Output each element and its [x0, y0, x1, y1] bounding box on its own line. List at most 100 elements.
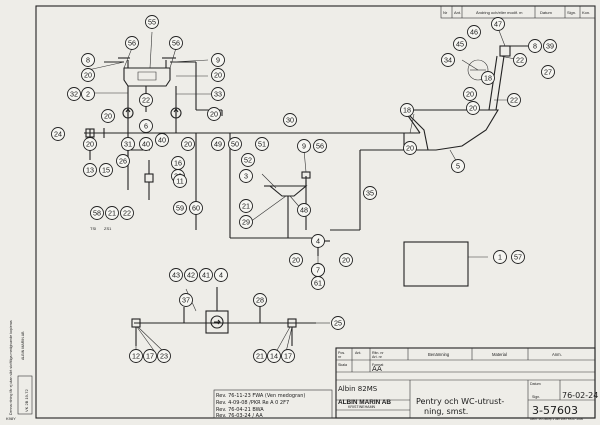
part-number: 40 [142, 140, 150, 149]
margin-stamp [17, 375, 33, 415]
tb-drawing-number: 3-57603 [532, 404, 578, 417]
tb-pos-label: Pos. [338, 351, 345, 355]
part-bubble [143, 349, 157, 363]
rev-date-label: Datum [540, 10, 552, 15]
tb-ant-label: Ant. [355, 351, 361, 355]
part-number: 18 [403, 106, 411, 115]
part-bubble [339, 253, 353, 267]
part-number: 16 [174, 159, 182, 168]
part-bubble [281, 349, 295, 363]
part-number: 28 [256, 296, 264, 305]
part-number: 13 [86, 166, 94, 175]
part-bubble [467, 25, 481, 39]
part-number: 9 [302, 142, 306, 151]
part-number: 49 [214, 140, 222, 149]
part-number: 40 [158, 136, 166, 145]
part-number: 32 [70, 90, 78, 99]
part-number: 26 [119, 157, 127, 166]
part-bubble [491, 17, 505, 31]
part-number: 20 [84, 71, 92, 80]
part-bubble [211, 68, 225, 82]
part-number: 41 [202, 271, 210, 280]
margin-notes: Denna ritning får ej utan vårt skriftlig… [6, 320, 33, 421]
tb-material: Material [492, 352, 507, 357]
tb-title-line1: Pentry och WC-utrust- [416, 397, 504, 406]
part-number: 57 [514, 253, 522, 262]
part-bubble [155, 133, 169, 147]
part-number: 21 [108, 209, 116, 218]
part-number: 27 [544, 68, 552, 77]
galley-sink [123, 67, 171, 87]
label-zs1: ZS1 [104, 226, 112, 231]
part-bubble [228, 137, 242, 151]
part-bubble [105, 206, 119, 220]
title-block: Pos. nr Ant. Ritn. nr Art. nr Benämning … [335, 347, 598, 421]
rev-line-2: Rev. 4-09-08 /PKR Re A 0 2F7 [216, 400, 289, 406]
part-bubble [101, 109, 115, 123]
part-bubble [493, 250, 507, 264]
part-bubble [211, 53, 225, 67]
part-number: 14 [270, 352, 278, 361]
part-bubble [169, 268, 183, 282]
tb-ritn-label: Ritn. nr [372, 351, 384, 355]
part-bubble [253, 293, 267, 307]
part-number: 24 [54, 130, 62, 139]
part-bubble [297, 139, 311, 153]
part-number: 8 [533, 42, 537, 51]
part-number: 2 [86, 90, 90, 99]
part-number: 20 [342, 256, 350, 265]
part-bubble [441, 53, 455, 67]
part-bubble [513, 53, 527, 67]
part-bubble [331, 316, 345, 330]
part-bubble [528, 39, 542, 53]
part-bubble [121, 137, 135, 151]
holding-tank [403, 241, 469, 287]
part-bubble [139, 119, 153, 133]
part-bubble [543, 39, 557, 53]
part-number: 61 [314, 279, 322, 288]
tb-format-value: AA [372, 365, 382, 373]
part-number: 60 [192, 204, 200, 213]
part-number: 20 [104, 112, 112, 121]
part-number: 11 [176, 177, 183, 186]
part-number: 47 [494, 20, 502, 29]
part-bubble [181, 137, 195, 151]
part-number: 20 [86, 140, 94, 149]
part-bubble [211, 137, 225, 151]
part-number: 45 [456, 40, 464, 49]
part-number: 1 [498, 253, 502, 262]
part-number: 20 [469, 104, 477, 113]
tb-format-label: Format [372, 363, 383, 367]
tb-anm: Anm. [552, 352, 562, 357]
part-bubble [239, 199, 253, 213]
part-number: 50 [231, 140, 239, 149]
part-bubble [241, 153, 255, 167]
part-bubble [255, 137, 269, 151]
part-number: 55 [148, 18, 156, 27]
leader-lines [87, 27, 521, 353]
part-bubble [157, 349, 171, 363]
part-bubble [363, 186, 377, 200]
part-number: 25 [334, 319, 342, 328]
part-bubble [313, 139, 327, 153]
tb-date-value: 76-02-24 [562, 391, 598, 400]
part-bubble [214, 268, 228, 282]
rev-change-label: Ändring och/eller modif. m [476, 10, 523, 15]
part-number: 30 [286, 116, 294, 125]
margin-note-text: Denna ritning får ej utan vårt skriftlig… [9, 320, 13, 415]
part-bubble [169, 36, 183, 50]
part-bubble [253, 349, 267, 363]
tb-benamning: Benämning [428, 352, 450, 357]
part-bubble [463, 87, 477, 101]
part-number: 22 [123, 209, 131, 218]
part-number: 3 [244, 172, 248, 181]
part-number: 4 [316, 237, 320, 246]
margin-code: K98Y [6, 416, 16, 421]
part-number: 46 [470, 28, 478, 37]
part-bubble [481, 71, 495, 85]
part-number: 9 [216, 56, 220, 65]
rev-line-3: Rev. 76-04-21 BWA [216, 407, 264, 413]
sheet-border [35, 5, 596, 419]
part-number: 5 [456, 162, 460, 171]
